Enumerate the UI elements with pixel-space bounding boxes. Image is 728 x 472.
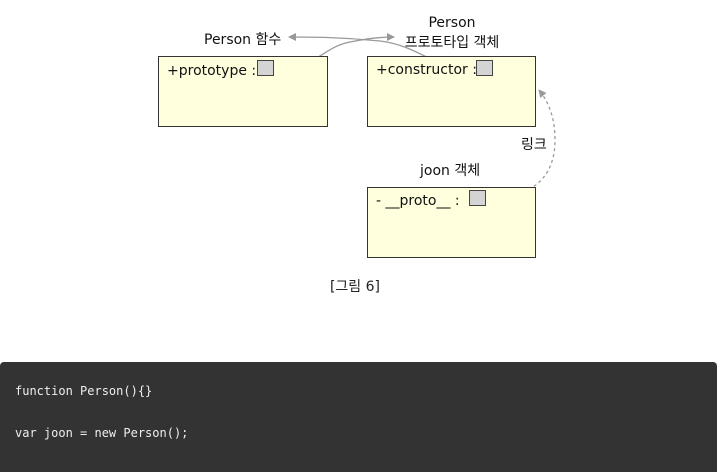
link-label: 링크 xyxy=(521,137,547,153)
code-line: var joon = new Person(); xyxy=(15,426,189,440)
joon-object-box: - __proto__ : xyxy=(367,187,536,258)
prototype-slot xyxy=(257,60,274,76)
code-block: function Person(){} var joon = new Perso… xyxy=(0,362,717,472)
person-function-box: +prototype : xyxy=(158,56,328,127)
proto-field: - __proto__ : xyxy=(376,193,460,209)
person-prototype-label-line1: Person xyxy=(428,15,476,31)
person-function-label: Person 함수 xyxy=(204,32,282,48)
person-prototype-label-line2: 프로토타입 객체 xyxy=(404,35,500,51)
prototype-diagram: Person 함수 +prototype : Person 프로토타입 객체 +… xyxy=(158,15,556,295)
constructor-field: +constructor : xyxy=(376,62,477,78)
joon-object-label: joon 객체 xyxy=(420,163,481,179)
constructor-slot xyxy=(476,60,493,76)
prototype-field: +prototype : xyxy=(167,63,257,79)
diagram-connectors xyxy=(273,33,556,199)
code-line: function Person(){} xyxy=(15,384,153,398)
figure-caption: [그림 6] xyxy=(329,279,381,295)
proto-slot xyxy=(469,190,486,206)
person-prototype-box: +constructor : xyxy=(367,56,536,127)
